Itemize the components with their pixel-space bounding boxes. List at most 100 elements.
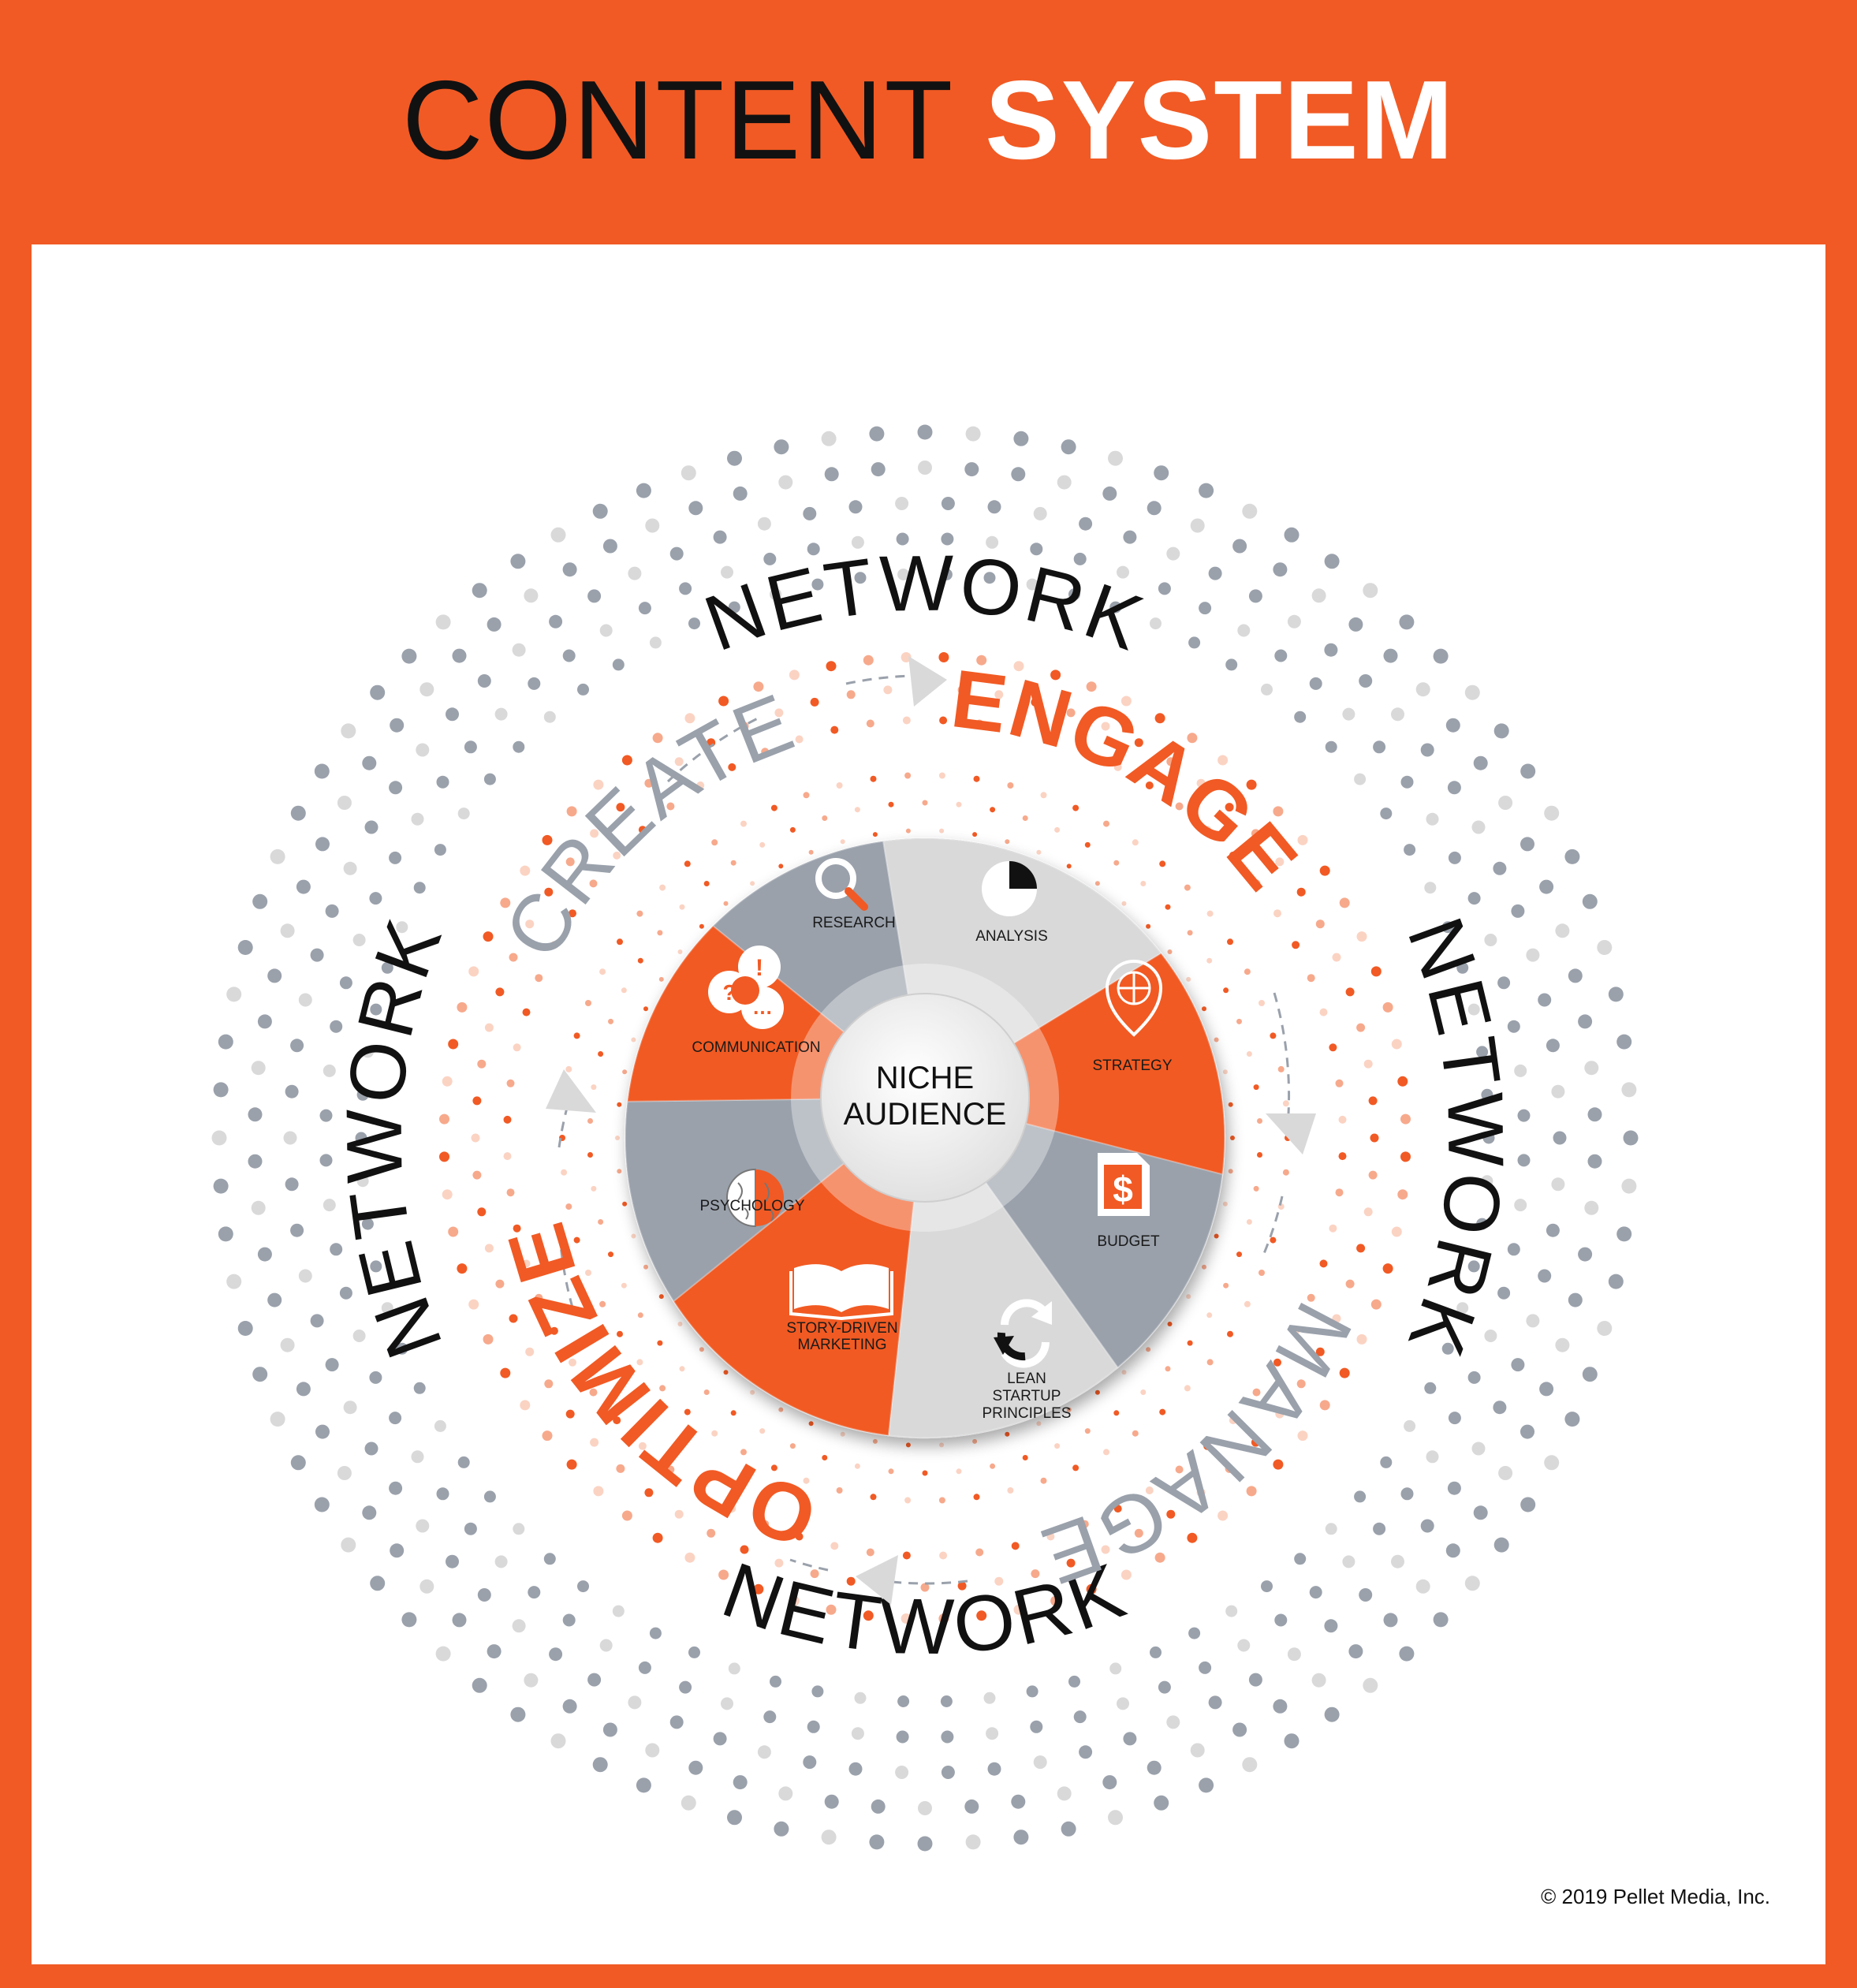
pattern-dot [542, 834, 553, 845]
pattern-dot [1031, 1569, 1040, 1579]
pattern-dot [542, 1430, 553, 1442]
pattern-dot [1370, 1133, 1379, 1143]
pattern-dot [699, 923, 704, 929]
pattern-dot [1400, 775, 1414, 789]
pattern-dot [617, 1330, 623, 1337]
pattern-dot [389, 1481, 403, 1495]
pattern-dot [1187, 733, 1198, 744]
pattern-dot [390, 1543, 405, 1558]
pattern-dot [439, 1113, 449, 1125]
pattern-dot [888, 1468, 894, 1475]
pattern-dot [836, 1487, 843, 1494]
pattern-dot [484, 1244, 494, 1253]
pattern-dot [830, 725, 839, 734]
pattern-dot [509, 1314, 518, 1323]
pattern-dot [688, 1760, 703, 1775]
pattern-dot [1332, 1314, 1341, 1323]
pattern-dot [757, 517, 771, 531]
pattern-dot [1123, 530, 1137, 544]
pattern-dot [1373, 740, 1386, 754]
pattern-dot [296, 1382, 311, 1397]
pattern-dot [688, 617, 700, 630]
pattern-dot [1329, 1043, 1337, 1052]
pattern-dot [1252, 1388, 1261, 1397]
pattern-dot [565, 1065, 572, 1072]
pattern-dot [370, 1576, 386, 1591]
pattern-dot [1246, 1051, 1252, 1057]
pattern-dot [1103, 820, 1109, 827]
pattern-dot [1206, 1312, 1213, 1318]
pattern-dot [1199, 483, 1214, 498]
pattern-dot [688, 501, 703, 516]
pattern-dot [759, 1428, 766, 1434]
pattern-dot [922, 1470, 928, 1476]
pattern-dot [975, 719, 984, 728]
segment-label-psychology: PSYCHOLOGY [699, 1198, 804, 1214]
pattern-dot [778, 1407, 784, 1412]
pattern-dot [1223, 1282, 1229, 1289]
pattern-dot [643, 1264, 648, 1270]
pattern-dot [226, 987, 242, 1002]
pattern-dot [1539, 879, 1554, 894]
pattern-dot [298, 993, 312, 1007]
pattern-dot [956, 1468, 962, 1475]
pattern-dot [562, 649, 576, 662]
pattern-dot [658, 1294, 664, 1300]
pattern-dot [566, 1459, 577, 1470]
pattern-dot [1329, 1224, 1337, 1233]
pattern-dot [613, 851, 621, 860]
pattern-dot [330, 1243, 343, 1256]
pattern-dot [389, 781, 403, 795]
pattern-dot [1022, 1455, 1028, 1460]
pattern-dot [1319, 1400, 1330, 1411]
pattern-dot [1073, 552, 1087, 565]
pattern-dot [1079, 1745, 1093, 1759]
pattern-dot [1228, 1169, 1233, 1174]
pattern-dot [483, 1333, 494, 1345]
pattern-dot [761, 1520, 770, 1528]
pattern-dot [370, 1003, 382, 1016]
pattern-dot [1227, 938, 1233, 946]
pattern-dot [543, 1553, 556, 1565]
pattern-dot [1066, 863, 1072, 869]
pattern-dot [513, 1224, 521, 1233]
pattern-dot [1315, 1347, 1325, 1356]
pattern-dot [939, 1551, 948, 1560]
pattern-dot [1481, 1088, 1493, 1101]
pattern-dot [510, 1706, 526, 1722]
pattern-dot [1520, 763, 1536, 779]
pattern-dot [1584, 1200, 1599, 1215]
pattern-dot [778, 475, 793, 490]
pattern-dot [870, 1494, 877, 1501]
pattern-dot [590, 829, 599, 838]
pattern-dot [1520, 1424, 1534, 1439]
pattern-dot [1230, 1136, 1235, 1140]
pattern-dot [1232, 1722, 1247, 1737]
pattern-dot [964, 1799, 979, 1814]
pattern-dot [778, 1786, 793, 1801]
pattern-dot [290, 1039, 304, 1053]
pattern-dot [846, 690, 856, 699]
pattern-dot [369, 892, 382, 905]
pattern-dot [636, 1777, 651, 1793]
pattern-dot [487, 617, 502, 632]
pattern-dot [699, 1347, 704, 1352]
pattern-dot [976, 655, 987, 666]
pattern-dot [657, 1340, 663, 1346]
pattern-dot [361, 1046, 374, 1058]
pattern-dot [1086, 681, 1097, 692]
pattern-dot [957, 685, 967, 695]
pattern-dot [972, 832, 978, 837]
pattern-dot [401, 648, 417, 664]
pattern-dot [1208, 1695, 1222, 1710]
pattern-dot [795, 1532, 804, 1541]
pattern-dot [883, 685, 893, 695]
pattern-dot [487, 1644, 502, 1659]
pattern-dot [1597, 940, 1613, 955]
pattern-dot [644, 778, 654, 788]
pattern-dot [612, 658, 625, 671]
pattern-dot [938, 772, 945, 779]
pattern-dot [1481, 1175, 1493, 1188]
pattern-dot [1399, 614, 1415, 630]
pattern-dot [314, 1497, 330, 1512]
